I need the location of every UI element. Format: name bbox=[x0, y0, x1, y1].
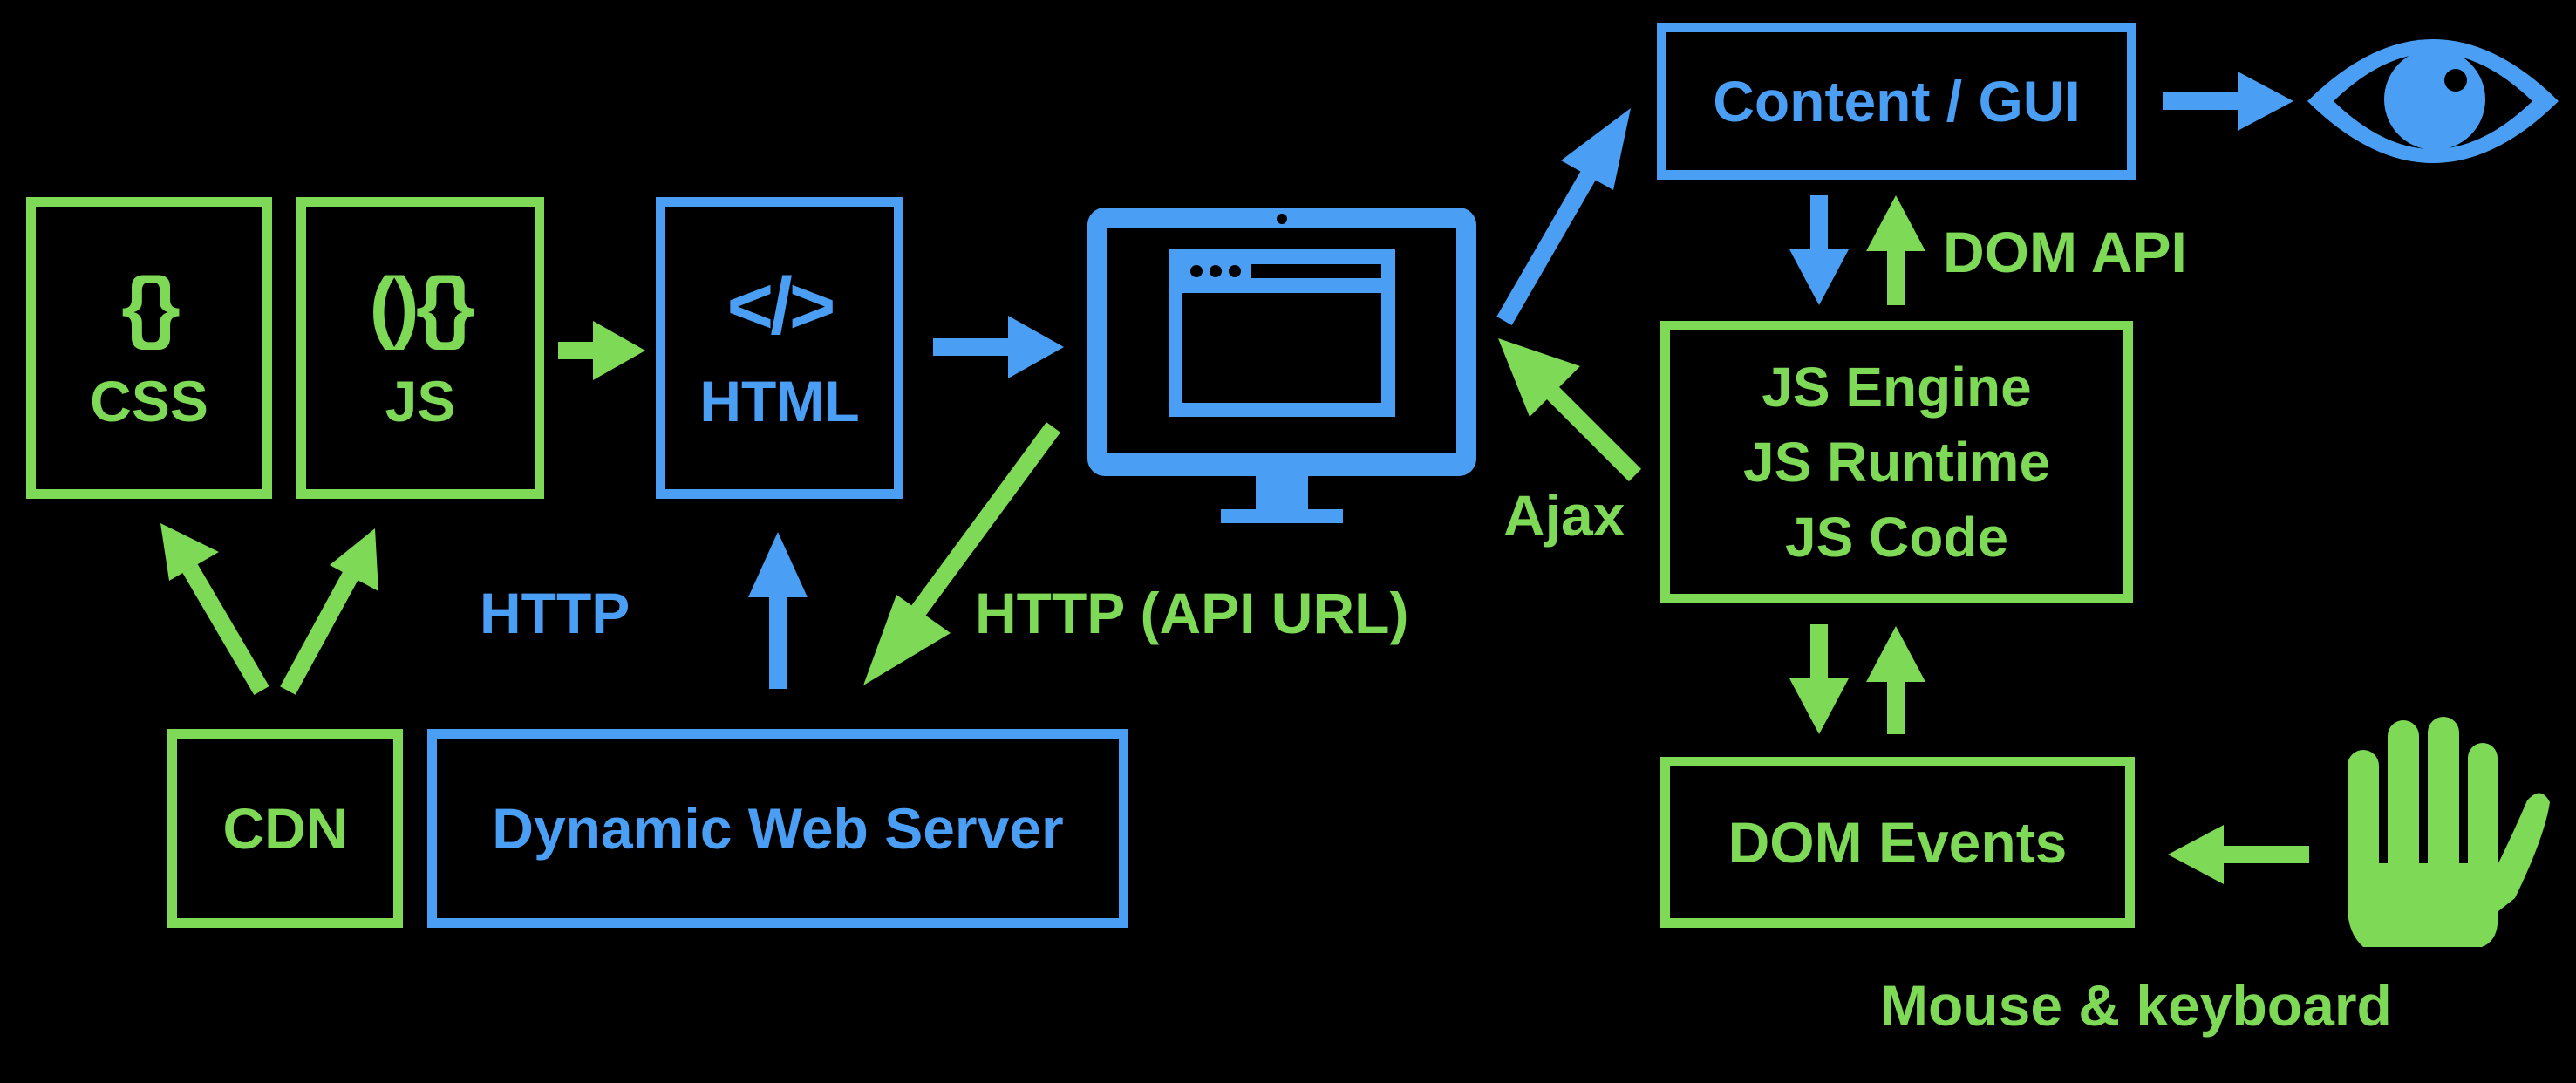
monitor-icon bbox=[1087, 208, 1476, 523]
arrow-engine-to-events bbox=[1789, 624, 1849, 734]
arrow-content-to-eye bbox=[2163, 72, 2293, 131]
parens-braces-glyph: (){} bbox=[369, 262, 475, 351]
arrow-js-to-html bbox=[558, 321, 645, 380]
http-edge-label: HTTP bbox=[480, 581, 630, 645]
dom-events-label: DOM Events bbox=[1728, 810, 2068, 875]
ajax-edge-label: Ajax bbox=[1503, 483, 1625, 548]
arrow-cdn-to-css bbox=[160, 523, 269, 696]
arrow-cdn-to-js bbox=[280, 528, 378, 695]
http-api-edge-label: HTTP (API URL) bbox=[975, 581, 1409, 645]
dom-api-edge-label: DOM API bbox=[1943, 220, 2187, 284]
web-server-label: Dynamic Web Server bbox=[492, 796, 1064, 861]
css-label: CSS bbox=[90, 369, 208, 433]
angle-bracket-slash-glyph: </> bbox=[726, 262, 835, 351]
js-engine-line: JS Engine bbox=[1762, 356, 2032, 419]
content-gui-label: Content / GUI bbox=[1713, 69, 2081, 133]
js-node: (){} JS bbox=[296, 197, 544, 499]
arrow-hand-to-events bbox=[2168, 825, 2309, 884]
arrow-computer-to-server bbox=[863, 422, 1061, 685]
cdn-label: CDN bbox=[222, 796, 348, 861]
curly-braces-glyph: {} bbox=[121, 262, 181, 351]
content-gui-node: Content / GUI bbox=[1657, 23, 2136, 180]
dom-events-node: DOM Events bbox=[1660, 757, 2135, 928]
arrow-html-to-computer bbox=[933, 316, 1064, 378]
arrow-computer-to-content bbox=[1496, 108, 1631, 326]
js-runtime-line: JS Runtime bbox=[1742, 431, 2051, 494]
arrow-content-to-engine bbox=[1789, 195, 1849, 305]
arrow-engine-to-computer bbox=[1498, 338, 1642, 482]
js-engine-node: JS Engine JS Runtime JS Code bbox=[1660, 321, 2133, 603]
cdn-node: CDN bbox=[167, 729, 403, 928]
mouse-keyboard-label: Mouse & keyboard bbox=[1880, 973, 2392, 1038]
arrow-engine-to-content bbox=[1866, 195, 1925, 305]
css-node: {} CSS bbox=[26, 197, 272, 499]
js-label: JS bbox=[385, 369, 456, 433]
html-node: </> HTML bbox=[656, 197, 903, 499]
arrow-server-to-html bbox=[748, 532, 808, 689]
html-label: HTML bbox=[699, 369, 860, 433]
js-code-line: JS Code bbox=[1784, 506, 2009, 569]
eye-icon bbox=[2307, 39, 2559, 163]
web-server-node: Dynamic Web Server bbox=[427, 729, 1128, 928]
hand-icon bbox=[2348, 717, 2550, 947]
arrow-events-to-engine bbox=[1866, 626, 1925, 734]
